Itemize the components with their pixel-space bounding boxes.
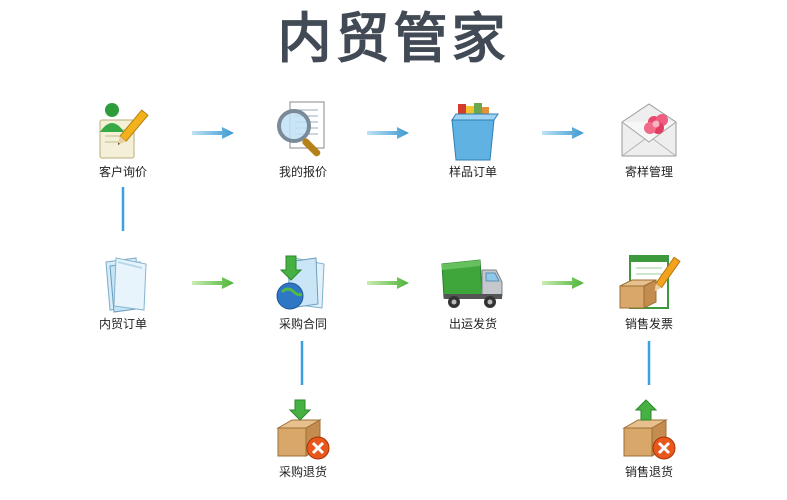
flower-envelope-icon: [621, 103, 677, 157]
node-label: 采购合同: [278, 317, 327, 331]
node-label: 内贸订单: [98, 317, 147, 331]
node-sample-order[interactable]: 样品订单: [418, 98, 528, 180]
arrow-quote-to-sample-order: [367, 127, 409, 139]
books-box-icon: [451, 103, 499, 161]
box-upload-cancel-icon: [622, 399, 676, 460]
globe-folder-download-icon: [276, 255, 325, 310]
arrow-shipping-to-sales-invoice: [542, 277, 584, 289]
box-document-pencil-icon: [619, 255, 681, 309]
arrow-domestic-order-to-purchase-contract: [192, 277, 234, 289]
node-purchase-return[interactable]: 采购退货: [248, 398, 358, 480]
node-sample-management[interactable]: 寄样管理: [594, 98, 704, 180]
node-label: 出运发货: [448, 317, 497, 331]
user-edit-icon: [99, 103, 149, 159]
truck-icon: [441, 259, 503, 308]
node-label: 寄样管理: [624, 165, 673, 179]
folder-icon: [105, 257, 147, 313]
arrow-sample-order-to-sample-mgmt: [542, 127, 584, 139]
node-label: 销售发票: [624, 317, 673, 331]
node-label: 销售退货: [624, 465, 673, 479]
page-title: 内贸管家: [277, 7, 510, 70]
box-download-cancel-icon: [276, 399, 330, 460]
node-my-quote[interactable]: 我的报价: [248, 98, 358, 180]
node-label: 样品订单: [448, 165, 497, 179]
flower: [644, 114, 668, 134]
node-sales-return[interactable]: 销售退货: [594, 398, 704, 480]
node-shipping[interactable]: 出运发货: [418, 250, 528, 332]
node-purchase-contract[interactable]: 采购合同: [248, 250, 358, 332]
node-sales-invoice[interactable]: 销售发票: [594, 250, 704, 332]
arrow-inquiry-to-quote: [192, 127, 234, 139]
document-search-icon: [277, 101, 325, 157]
node-label: 我的报价: [278, 165, 327, 179]
node-label: 客户询价: [98, 165, 147, 179]
node-domestic-order[interactable]: 内贸订单: [68, 250, 178, 332]
node-customer-inquiry[interactable]: 客户询价: [68, 98, 178, 180]
arrow-purchase-contract-to-shipping: [367, 277, 409, 289]
node-label: 采购退货: [278, 465, 327, 479]
